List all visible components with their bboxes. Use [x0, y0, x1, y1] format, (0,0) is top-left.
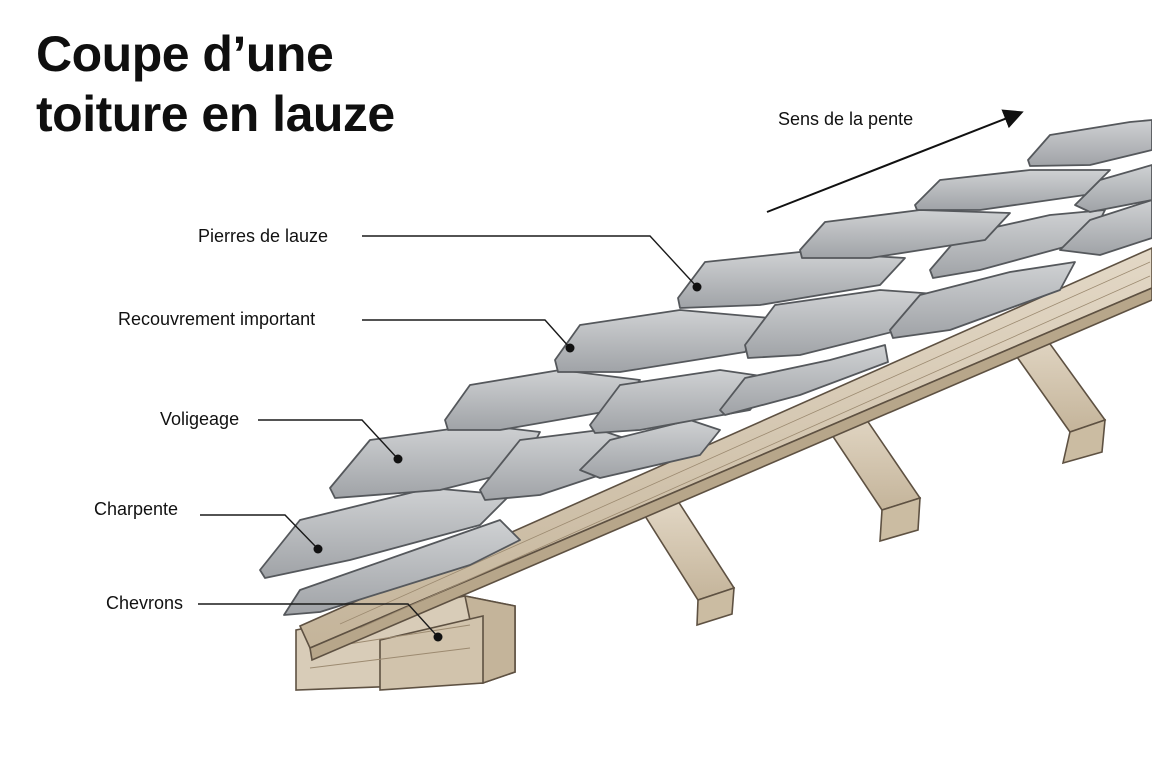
leader-charpente: [200, 514, 319, 550]
label-recouvrement-important: Recouvrement important: [118, 309, 316, 329]
rafters: [638, 329, 1107, 627]
diagram-title: Coupe d’une toiture en lauze: [36, 24, 556, 144]
title-line-1: Coupe d’une: [36, 26, 334, 82]
slope-arrow: [766, 109, 1024, 213]
stone-slab: [259, 487, 511, 579]
stone-slab: [799, 209, 1011, 259]
title-line-2: toiture en lauze: [36, 86, 395, 142]
rafter-1: [1003, 329, 1107, 465]
leader-pierres-de-lauze: [362, 235, 698, 288]
dot-recouvrement-important: [565, 343, 575, 353]
stone-slab: [677, 251, 906, 309]
leader-lines: [198, 235, 698, 638]
stone-slab: [579, 419, 721, 479]
label-charpente: Charpente: [94, 499, 179, 519]
stone-slab: [889, 261, 1076, 339]
leader-voligeage: [258, 419, 399, 460]
stone-slab: [554, 309, 771, 373]
rafter-3: [638, 497, 736, 627]
leader-dots: [313, 282, 702, 642]
label-chevrons: Chevrons: [106, 593, 184, 613]
stone-slab: [914, 169, 1111, 211]
leader-recouvrement-important: [362, 319, 571, 349]
stone-slabs: [259, 119, 1152, 616]
dot-charpente: [313, 544, 323, 554]
dot-pierres-de-lauze: [692, 282, 702, 292]
dot-chevrons: [433, 632, 443, 642]
leader-chevrons: [198, 603, 439, 638]
label-voligeage: Voligeage: [160, 409, 240, 429]
label-sens-de-la-pente: Sens de la pente: [778, 109, 914, 129]
stone-slab: [1027, 119, 1152, 167]
label-pierres-de-lauze: Pierres de lauze: [198, 226, 329, 246]
decking-board: [298, 247, 1152, 662]
stone-slab: [1059, 199, 1152, 256]
stone-slab: [719, 344, 889, 416]
dot-voligeage: [393, 454, 403, 464]
